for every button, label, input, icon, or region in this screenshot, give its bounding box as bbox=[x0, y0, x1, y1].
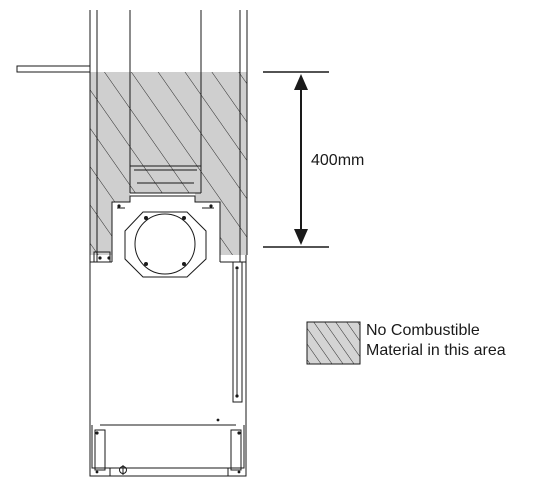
fixing-screws bbox=[95, 204, 241, 474]
mantel-shelf bbox=[16, 65, 91, 73]
flue-outlet-plate bbox=[124, 211, 207, 278]
stove-body bbox=[89, 195, 247, 477]
dimension-label: 400mm bbox=[311, 152, 365, 169]
legend-text-line-1: No Combustible bbox=[366, 322, 480, 339]
legend-text-line-2: Material in this area bbox=[366, 342, 506, 359]
no-combustible-zone bbox=[90, 72, 247, 255]
dimension-indicator bbox=[263, 71, 329, 248]
legend-swatch bbox=[306, 321, 361, 365]
flue-collar bbox=[130, 165, 201, 194]
chimney-flue bbox=[89, 10, 248, 255]
